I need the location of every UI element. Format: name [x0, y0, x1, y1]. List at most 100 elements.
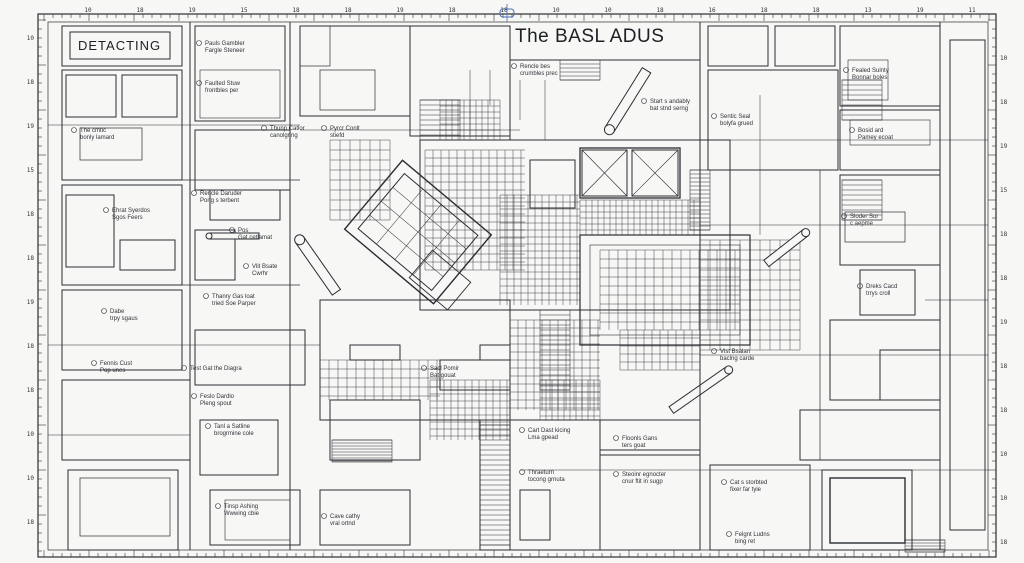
- annotation-subtext: bing ret: [735, 539, 755, 545]
- annotation-marker: [857, 283, 863, 289]
- ruler-number: 18: [1000, 231, 1008, 238]
- annotation-subtext: trpy sgaus: [110, 316, 138, 322]
- annotation-subtext: Pamey ecoat: [858, 135, 893, 141]
- annotation-marker: [711, 113, 717, 119]
- right-wing: [699, 22, 986, 550]
- ruler-number: 10: [84, 7, 92, 14]
- annotation-marker: [511, 63, 517, 69]
- annotation-subtext: canolgring: [270, 133, 298, 139]
- annotation-subtext: crumbles prec: [520, 71, 558, 77]
- annotation-marker: [841, 213, 847, 219]
- annotation: Test Gat the Diagra: [181, 365, 242, 372]
- annotation-text: Sentic Seal: [720, 114, 750, 120]
- annotation-subtext: stiefd: [330, 133, 344, 139]
- annotation-text: Fealed Sulnty: [852, 68, 889, 74]
- annotation-marker: [103, 207, 109, 213]
- annotation-subtext: Sgos Feers: [112, 215, 143, 221]
- annotation-marker: [613, 435, 619, 441]
- ruler-number: 18: [1000, 407, 1008, 414]
- annotation-text: Tinsp Ashing: [224, 504, 258, 510]
- annotation-text: Floonls Gans: [622, 436, 657, 442]
- annotation-text: Faulted Stuw: [205, 81, 241, 87]
- staircases: [331, 59, 946, 553]
- annotation-text: The cmtic: [80, 128, 106, 134]
- ruler-number: 15: [27, 167, 35, 174]
- rotated-room-main: [343, 159, 493, 305]
- annotation-subtext: tocong grnuta: [528, 477, 565, 483]
- annotation-marker: [205, 423, 211, 429]
- ruler-number: 13: [864, 7, 872, 14]
- annotation-subtext: bat stnd serng: [650, 106, 688, 112]
- annotation-subtext: fixer far tyie: [730, 487, 762, 493]
- ruler-number: 18: [656, 7, 664, 14]
- annotation-marker: [215, 503, 221, 509]
- annotation-marker: [203, 293, 209, 299]
- ruler-number: 18: [292, 7, 300, 14]
- annotation-text: Thraeturn: [528, 470, 554, 476]
- ruler-number: 18: [136, 7, 144, 14]
- annotation-text: Feslo Dardlo: [200, 394, 235, 400]
- left-wing: [61, 22, 300, 551]
- ruler-number: 18: [344, 7, 352, 14]
- ruler-number: 19: [1000, 143, 1008, 150]
- annotation-text: Cave cathy: [330, 514, 360, 520]
- ruler-number: 18: [1000, 363, 1008, 370]
- ruler-number: 18: [27, 255, 35, 262]
- annotation-subtext: Fargle Steneer: [205, 48, 245, 54]
- ruler-number: 18: [27, 211, 35, 218]
- annotation-subtext: Lma gpead: [528, 435, 558, 441]
- annotation-text: Fennis Cust: [100, 361, 132, 367]
- annotation-marker: [196, 80, 202, 86]
- annotation-marker: [196, 40, 202, 46]
- annotation-marker: [191, 393, 197, 399]
- annotation-text: Test Gat the Diagra: [190, 366, 242, 372]
- drawing-title: The BASL ADUS: [515, 26, 664, 47]
- annotation-text: Sacl Pomir: [430, 366, 459, 372]
- annotation-text: Rencle Daruder: [200, 191, 242, 197]
- rotated-room-small: [408, 249, 472, 311]
- ruler-number: 16: [708, 7, 716, 14]
- ruler-number: 15: [240, 7, 248, 14]
- annotation-text: Cart Dast kicing: [528, 428, 570, 434]
- ruler-number: 18: [1000, 275, 1008, 282]
- annotation-subtext: Wwwing cbie: [224, 511, 260, 517]
- annotation-subtext: brogrmine cole: [214, 431, 254, 437]
- annotation-subtext: Pleng spout: [200, 401, 232, 407]
- annotation-text: Ehrat Syerdos: [112, 208, 150, 214]
- ruler-number: 19: [916, 7, 924, 14]
- annotation-marker: [181, 365, 187, 371]
- annotation-marker: [101, 308, 107, 314]
- detacting-box: [69, 31, 171, 60]
- annotation-text: Bosid ard: [858, 128, 883, 134]
- annotation-marker: [243, 263, 249, 269]
- annotation-subtext: frontbles per: [205, 88, 238, 94]
- ruler-number: 19: [1000, 319, 1008, 326]
- ruler-number: 18: [27, 343, 35, 350]
- ruler-number: 18: [27, 79, 35, 86]
- annotation-marker: [261, 125, 267, 131]
- annotation-subtext: Gat cetlamat: [238, 235, 272, 241]
- annotation-marker: [91, 360, 97, 366]
